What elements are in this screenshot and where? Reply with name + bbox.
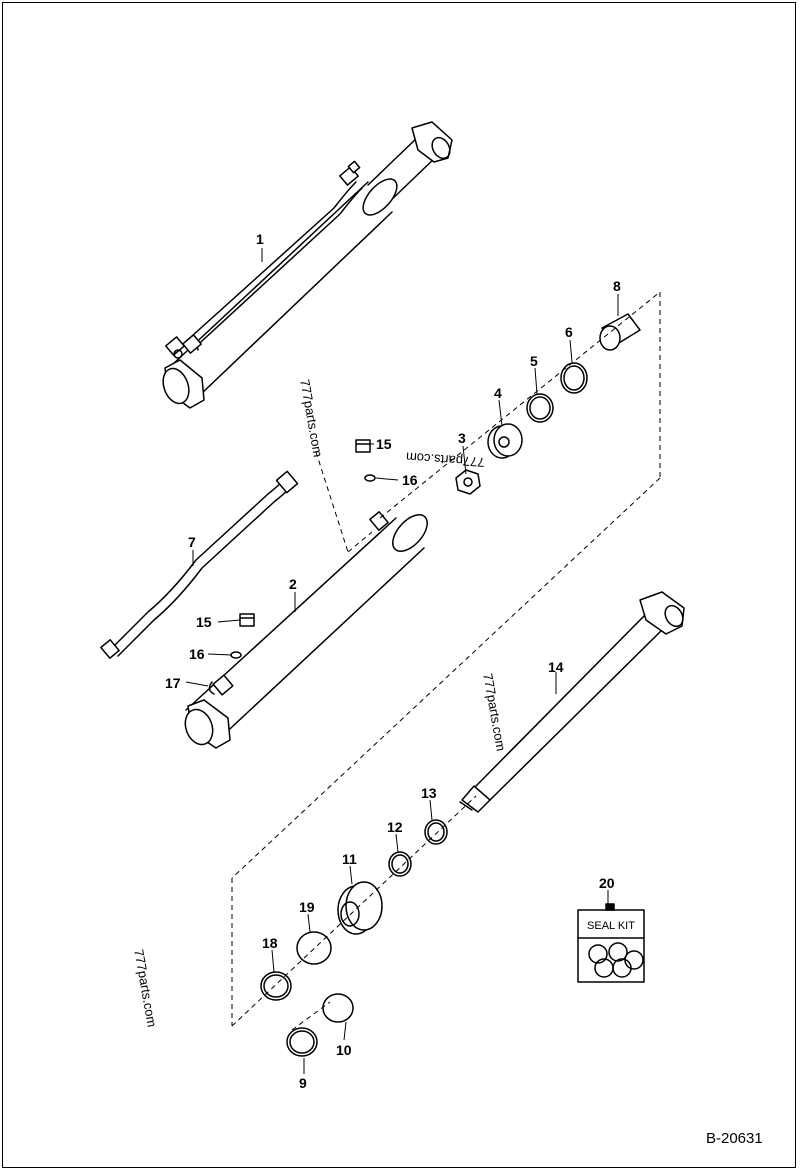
callout-13: 13: [421, 785, 437, 801]
seal-kit-20: [577, 903, 645, 983]
callout-5: 5: [530, 353, 538, 369]
nut-3: [455, 469, 481, 495]
seal-9: [286, 1027, 318, 1057]
tube-7: [100, 470, 299, 659]
callout-20: 20: [599, 875, 615, 891]
callout-8: 8: [613, 278, 621, 294]
callout-18: 18: [262, 935, 278, 951]
callout-16-upper: 16: [402, 472, 418, 488]
ring-12: [388, 851, 412, 877]
backup-ring-18: [260, 971, 292, 1001]
assembly-dashed-lines: [231, 291, 661, 1031]
callout-14: 14: [548, 659, 564, 675]
callout-3: 3: [458, 430, 466, 446]
callout-19: 19: [299, 899, 315, 915]
callout-15-upper: 15: [376, 436, 392, 452]
callout-6: 6: [565, 324, 573, 340]
seal-5: [526, 393, 554, 423]
callout-7: 7: [188, 534, 196, 550]
o-ring-19: [296, 931, 332, 965]
callout-16-lower: 16: [189, 646, 205, 662]
o-ring-16-upper: [364, 474, 376, 482]
gland-8: [599, 313, 641, 351]
seal-6: [560, 362, 588, 394]
gland-11: [337, 881, 383, 935]
callout-4: 4: [494, 385, 502, 401]
ring-10: [322, 993, 354, 1023]
clip-17: [208, 681, 215, 695]
callout-2: 2: [289, 576, 297, 592]
leader-lines: [185, 248, 619, 1074]
callout-9: 9: [299, 1075, 307, 1091]
rod-14: [459, 591, 685, 813]
callout-11: 11: [342, 851, 357, 867]
piston-4: [487, 423, 523, 459]
o-ring-16-lower: [230, 651, 242, 659]
callout-12: 12: [387, 819, 403, 835]
plug-15-upper: [355, 439, 371, 453]
callout-17: 17: [165, 675, 181, 691]
plug-15-lower: [239, 613, 255, 627]
callout-15-lower: 15: [196, 614, 212, 630]
seal-kit-label: SEAL KIT: [587, 920, 635, 932]
cylinder-assembly-1: [162, 121, 453, 409]
barrel-2: [184, 511, 428, 749]
figure-number: B-20631: [706, 1130, 763, 1147]
wiper-13: [424, 819, 448, 845]
callout-1: 1: [256, 231, 264, 247]
callout-10: 10: [336, 1042, 352, 1058]
